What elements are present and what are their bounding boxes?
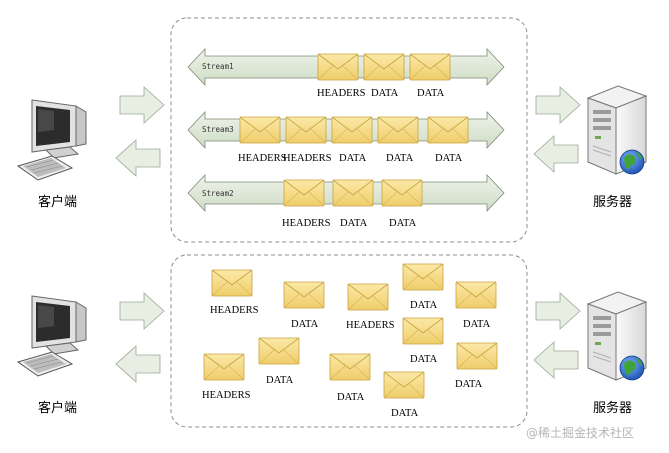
frame-8: HEADERS — [202, 353, 251, 401]
frame-9: DATA — [329, 353, 371, 403]
bottom-panel: 客户端 服务器 HEADERS DATA HEADERS DATA DATA D… — [17, 254, 647, 428]
stream-3-frame-2-envelope — [285, 116, 327, 144]
stream-3-frame-5-envelope — [427, 116, 469, 144]
server-icon — [587, 291, 647, 381]
frame-3: HEADERS — [346, 283, 395, 331]
stream-1-frame-1-envelope — [317, 53, 359, 81]
stream-1-frame-3-label: DATA — [417, 88, 445, 99]
stream-3-frame-3-label: DATA — [339, 153, 367, 164]
watermark: @稀土掘金技术社区 — [526, 425, 634, 440]
stream-2-frame-1-label: HEADERS — [282, 218, 331, 229]
frame-11-label: DATA — [455, 379, 483, 390]
stream-1-frame-1-label: HEADERS — [317, 88, 366, 99]
stream-2-frame-3-label: DATA — [389, 218, 417, 229]
stream-3-label: Stream3 — [202, 125, 234, 134]
stream-2-frame-1-envelope — [283, 179, 325, 207]
frame-9-label: DATA — [337, 392, 365, 403]
client-computer-icon — [17, 99, 87, 181]
top-server-label: 服务器 — [593, 194, 632, 210]
top-client-label: 客户端 — [38, 194, 77, 210]
frame-6: DATA — [402, 317, 444, 365]
server-icon — [587, 85, 647, 175]
frame-4: DATA — [402, 263, 444, 311]
stream-3-frame-4-envelope — [377, 116, 419, 144]
stream-3-frame-1-label: HEADERS — [238, 153, 287, 164]
stream-1-frame-2-label: DATA — [371, 88, 399, 99]
frame-11: DATA — [455, 342, 498, 390]
frame-8-label: HEADERS — [202, 390, 251, 401]
frame-10-label: DATA — [391, 408, 419, 419]
stream-bar-2: Stream2 HEADERS DATA DATA — [187, 173, 505, 229]
bottom-request-arrow — [119, 292, 165, 330]
stream-1-frame-2-envelope — [363, 53, 405, 81]
top-server-response-arrow — [533, 135, 579, 173]
frame-5: DATA — [455, 281, 497, 330]
bottom-server-response-arrow — [533, 341, 579, 379]
top-request-arrow — [119, 86, 165, 124]
frame-1-label: HEADERS — [210, 305, 259, 316]
frame-2: DATA — [283, 281, 325, 330]
frame-1: HEADERS — [210, 269, 259, 316]
stream-bar-1: Stream1 HEADERS DATA DATA — [187, 47, 505, 99]
stream-3-frame-2-label: HEADERS — [283, 153, 332, 164]
frame-5-label: DATA — [463, 319, 491, 330]
frame-7-label: DATA — [266, 375, 294, 386]
top-server-request-arrow — [535, 86, 581, 124]
frame-2-label: DATA — [291, 319, 319, 330]
stream-2-frame-2-label: DATA — [340, 218, 368, 229]
stream-3-frame-4-label: DATA — [386, 153, 414, 164]
frame-4-label: DATA — [410, 300, 438, 311]
top-panel-border — [170, 17, 528, 243]
stream-3-frame-3-envelope — [331, 116, 373, 144]
top-panel: 客户端 服务器 Stream1 HEADERS DATA DATA Stream… — [17, 17, 647, 243]
stream-3-frame-5-label: DATA — [435, 153, 463, 164]
frame-6-label: DATA — [410, 354, 438, 365]
bottom-panel-border — [170, 254, 528, 428]
frame-10: DATA — [383, 371, 425, 419]
stream-2-frame-2-envelope — [332, 179, 374, 207]
stream-1-label: Stream1 — [202, 62, 234, 71]
stream-2-label: Stream2 — [202, 189, 234, 198]
bottom-client-label: 客户端 — [38, 400, 77, 416]
bottom-server-request-arrow — [535, 292, 581, 330]
stream-1-frame-3-envelope — [409, 53, 451, 81]
frame-7: DATA — [258, 337, 300, 386]
client-computer-icon — [17, 295, 87, 377]
stream-3-frame-1-envelope — [239, 116, 281, 144]
bottom-server-label: 服务器 — [593, 400, 632, 416]
stream-2-frame-3-envelope — [381, 179, 423, 207]
top-response-arrow — [115, 139, 161, 177]
stream-bar-3: Stream3 HEADERS HEADERS DATA DATA DATA — [187, 110, 505, 164]
bottom-response-arrow — [115, 345, 161, 383]
frame-3-label: HEADERS — [346, 320, 395, 331]
